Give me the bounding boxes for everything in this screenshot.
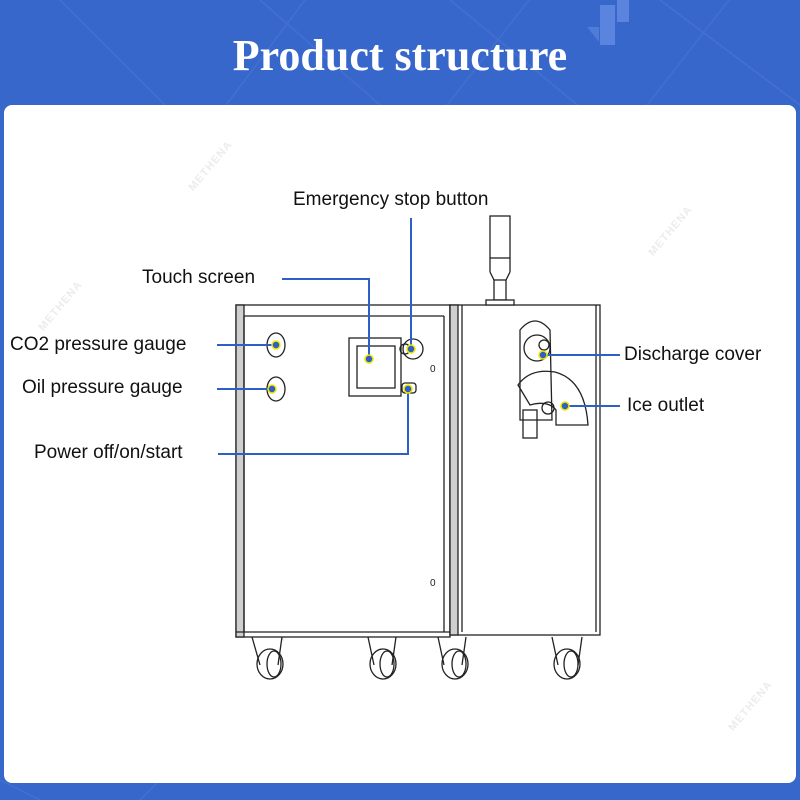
label-touch-screen: Touch screen [142,267,256,288]
label-discharge-cover: Discharge cover [624,344,762,365]
logo-decoration [587,0,629,45]
svg-text:0: 0 [430,578,436,589]
casters [251,636,583,680]
discharge-cover [523,334,551,362]
marker-ice-outlet [560,401,570,411]
emergency-stop-button [402,338,424,360]
signal-tower [485,215,515,306]
marker-emergency-stop [406,344,416,354]
label-co2-gauge: CO2 pressure gauge [10,334,187,355]
marker-co2-gauge [271,340,281,350]
label-oil-gauge: Oil pressure gauge [22,377,183,398]
touch-screen [348,337,402,397]
leader-touch-screen [282,278,370,357]
discharge-housing [519,320,553,421]
marker-oil-gauge [267,384,277,394]
label-emergency-stop: Emergency stop button [293,189,489,210]
left-cabinet [235,304,451,638]
svg-text:0: 0 [430,364,436,375]
marker-discharge-cover [538,350,548,360]
page-title: Product structure [232,31,568,80]
label-ice-outlet: Ice outlet [627,395,705,416]
marker-touch-screen [364,354,374,364]
label-power: Power off/on/start [34,442,183,463]
marker-power [403,384,413,394]
right-cabinet [449,304,601,636]
leader-power [218,389,409,455]
